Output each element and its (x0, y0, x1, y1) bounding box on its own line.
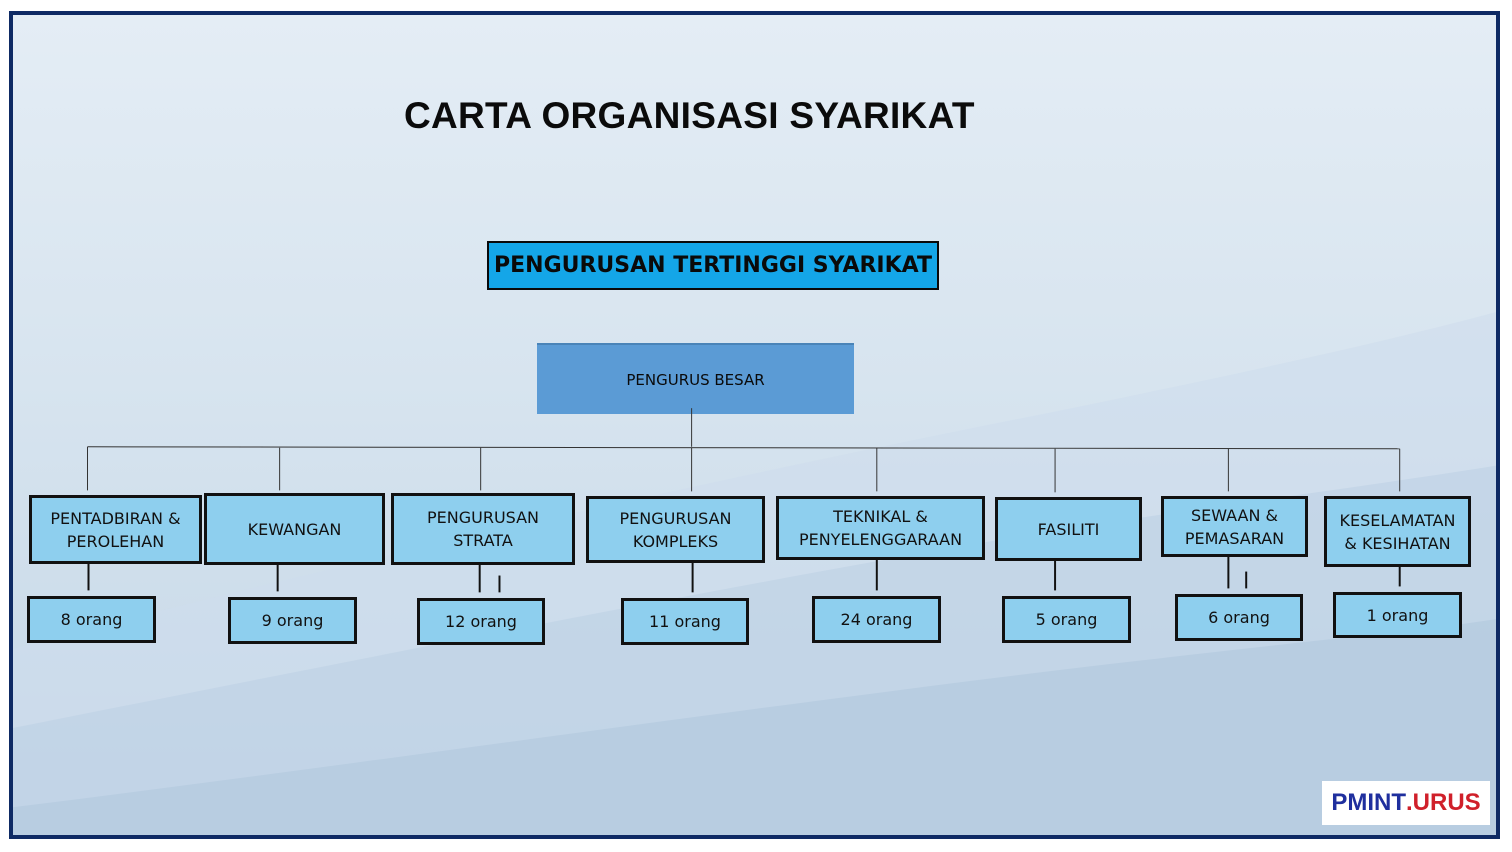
dept-label: PENGURUSAN KOMPLEKS (619, 508, 732, 551)
staff-count-label: 24 orang (840, 610, 913, 629)
general-manager-label: PENGURUS BESAR (626, 370, 765, 389)
dept-box-pengurusan-kompleks: PENGURUSAN KOMPLEKS (586, 496, 765, 563)
dept-label: PENGURUSAN STRATA (426, 508, 540, 550)
dept-box-kewangan: KEWANGAN (204, 493, 385, 565)
staff-count-box: 24 orang (812, 596, 941, 643)
staff-count-box: 1 orang (1333, 592, 1462, 638)
staff-count-label: 6 orang (1208, 608, 1270, 627)
company-logo: PMINT.URUS (1322, 781, 1490, 825)
dept-box-pengurusan-strata: PENGURUSAN STRATA (391, 493, 575, 565)
staff-count-label: 1 orang (1366, 605, 1429, 625)
staff-count-label: 12 orang (445, 612, 517, 631)
staff-count-label: 11 orang (649, 612, 721, 631)
dept-box-sewaan: SEWAAN & PEMASARAN (1161, 496, 1308, 557)
logo-text-primary: PMINT (1331, 789, 1406, 816)
chart-frame: CARTA ORGANISASI SYARIKAT PENGURUSAN TER… (9, 11, 1500, 839)
staff-count-label: 9 orang (261, 611, 324, 630)
dept-box-fasiliti: FASILITI (995, 497, 1142, 561)
staff-count-box: 6 orang (1175, 594, 1303, 641)
dept-label: TEKNIKAL & PENYELENGGARAAN (798, 507, 963, 549)
staff-count-box: 5 orang (1002, 596, 1131, 643)
staff-count-box: 11 orang (621, 598, 749, 645)
logo-text-secondary: .URUS (1406, 789, 1481, 816)
dept-label: FASILITI (1037, 519, 1100, 539)
page-title: CARTA ORGANISASI SYARIKAT (404, 95, 975, 136)
top-management-box: PENGURUSAN TERTINGGI SYARIKAT (487, 241, 939, 290)
dept-box-keselamatan: KESELAMATAN & KESIHATAN (1324, 496, 1471, 567)
staff-count-box: 9 orang (228, 597, 357, 644)
top-management-label: PENGURUSAN TERTINGGI SYARIKAT (494, 253, 932, 278)
staff-count-box: 8 orang (27, 596, 156, 643)
staff-count-label: 8 orang (60, 610, 123, 629)
general-manager-box: PENGURUS BESAR (537, 343, 854, 414)
dept-label: PENTADBIRAN & PEROLEHAN (50, 508, 181, 551)
dept-label: SEWAAN & PEMASARAN (1184, 505, 1285, 548)
dept-box-pentadbiran: PENTADBIRAN & PEROLEHAN (29, 495, 202, 564)
dept-label: KESELAMATAN & KESIHATAN (1339, 510, 1456, 553)
staff-count-label: 5 orang (1035, 610, 1098, 629)
connector-horizontal (87, 446, 1400, 450)
connector-lines (87, 408, 1401, 593)
dept-box-teknikal: TEKNIKAL & PENYELENGGARAAN (776, 496, 985, 560)
dept-label: KEWANGAN (247, 519, 342, 539)
staff-count-box: 12 orang (417, 598, 545, 645)
